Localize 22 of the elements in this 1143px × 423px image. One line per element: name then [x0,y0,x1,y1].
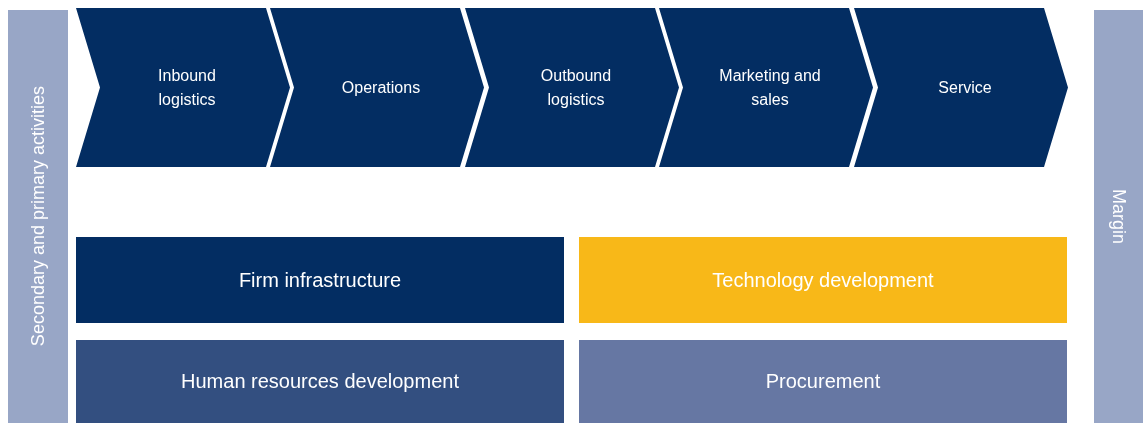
bar-label: Firm infrastructure [238,268,402,292]
chevron-shape [854,8,1068,167]
chevron-shape [270,8,484,167]
chevron-label: Inbound logistics [157,65,217,110]
chevron-label: Outbound logistics [539,65,613,110]
activity-bar [579,237,1067,323]
bar-label: Human resources development [181,370,459,393]
activity-bar [579,340,1067,423]
activity-bar [76,237,564,323]
side-band [1094,10,1143,423]
activity-bar [76,340,564,423]
chevron-label: Operations [340,77,422,98]
band-label: Secondary and primary activities [27,86,49,347]
chevron-shape [659,8,873,167]
chevron-shape [465,8,679,167]
side-band [8,10,68,423]
chevron-label: Service [937,77,993,98]
band-label: Margin [1108,189,1129,244]
bar-label: Technology development [712,268,934,292]
chevron-shape [76,8,290,167]
bar-label: Procurement [765,370,881,393]
chevron-label: Marketing and sales [718,65,822,110]
